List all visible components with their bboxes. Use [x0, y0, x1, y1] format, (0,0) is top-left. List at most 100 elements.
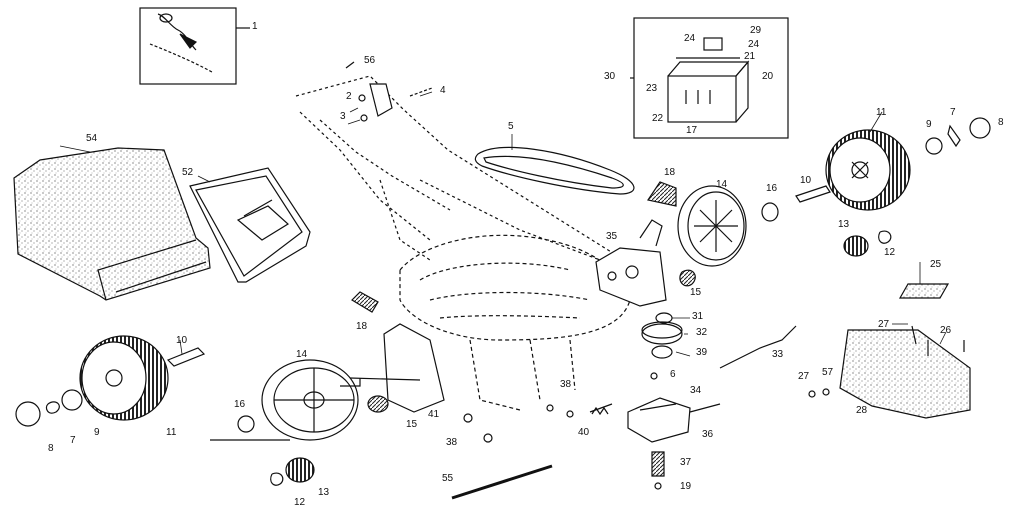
callout-41: 41: [428, 409, 440, 420]
transmission: [595, 219, 667, 307]
pin-7-right: [947, 124, 961, 148]
grass-bag: [13, 147, 211, 301]
clip-12-left: [270, 472, 284, 486]
callout-26: 26: [940, 325, 952, 336]
axle-bracket: [340, 323, 445, 413]
mower-deck: [399, 234, 631, 411]
leader-lines: [59, 91, 947, 357]
pin-7-left: [45, 401, 60, 414]
bearing-15-right: [679, 269, 696, 287]
callout-31: 31: [692, 311, 704, 322]
callout-1: 1: [252, 21, 258, 32]
nut-38b: [483, 433, 493, 443]
callout-15-left: 15: [406, 419, 418, 430]
callout-8-left: 8: [48, 443, 54, 454]
pulley-32: [641, 323, 683, 345]
handle-assembly: [295, 75, 641, 271]
callout-57: 57: [822, 367, 834, 378]
callout-5: 5: [508, 121, 514, 132]
callout-12-left: 12: [294, 497, 306, 508]
callout-39: 39: [696, 347, 708, 358]
callout-55: 55: [442, 473, 454, 484]
callout-13-right: 13: [838, 219, 850, 230]
rear-wheel-right: [825, 129, 911, 211]
callout-34: 34: [690, 385, 702, 396]
callout-16-left: 16: [234, 399, 246, 410]
callout-33: 33: [772, 349, 784, 360]
callout-3: 3: [340, 111, 346, 122]
callout-16-right: 16: [766, 183, 778, 194]
callout-7-left: 7: [70, 435, 76, 446]
callout-18-top: 18: [664, 167, 676, 178]
callout-9-left: 9: [94, 427, 100, 438]
bag-frame: [189, 167, 311, 283]
callout-24-b: 24: [748, 39, 760, 50]
gear-13-right: [843, 235, 869, 257]
callout-10-left: 10: [176, 335, 188, 346]
callout-52: 52: [182, 167, 194, 178]
front-wheel-left: [210, 359, 359, 441]
callout-38-right: 38: [560, 379, 572, 390]
callout-37: 37: [680, 457, 692, 468]
drive-belt: [474, 146, 635, 195]
callout-29: 29: [750, 25, 762, 36]
axle-10-left: [166, 347, 206, 367]
clip-12-right: [878, 230, 892, 244]
cable-33: [719, 325, 797, 369]
pin-19: [654, 482, 662, 490]
cap-8-left: [15, 401, 41, 427]
callout-23: 23: [646, 83, 658, 94]
grass-deflector-18-top: [647, 181, 677, 207]
callout-30: 30: [604, 71, 616, 82]
rod-55: [451, 464, 553, 500]
callout-14-right: 14: [716, 179, 728, 190]
callout-27-top: 27: [878, 319, 890, 330]
callout-21: 21: [744, 51, 756, 62]
callout-54: 54: [86, 133, 98, 144]
control-36: [627, 397, 691, 443]
callout-56: 56: [364, 55, 376, 66]
rear-deflector: [808, 283, 971, 419]
deflector-18-left: [351, 291, 379, 313]
callout-6: 6: [670, 369, 676, 380]
axle-10-right: [795, 185, 831, 203]
callout-24-a: 24: [684, 33, 696, 44]
callout-35: 35: [606, 231, 618, 242]
washer-39: [651, 345, 673, 359]
handle-knobs: [345, 61, 433, 122]
callout-7-right: 7: [950, 107, 956, 118]
spring-37: [651, 451, 665, 477]
rear-wheel-left: [79, 335, 169, 421]
washer-9-right: [925, 137, 943, 155]
callout-22: 22: [652, 113, 664, 124]
nut-38d: [566, 410, 574, 418]
callout-25: 25: [930, 259, 942, 270]
callout-11-left: 11: [166, 427, 177, 438]
rod-34: [689, 403, 721, 413]
callout-14-left: 14: [296, 349, 308, 360]
callout-9-right: 9: [926, 119, 932, 130]
callout-2: 2: [346, 91, 352, 102]
wheel-right: [677, 185, 747, 267]
bearing-15-left: [367, 395, 389, 413]
callout-15-right: 15: [690, 287, 702, 298]
spring-40: [589, 403, 613, 416]
bracket-inset: [630, 17, 789, 139]
callout-38-left: 38: [446, 437, 458, 448]
callout-18-left: 18: [356, 321, 368, 332]
callout-27-bottom: 27: [798, 371, 810, 382]
callout-36: 36: [702, 429, 714, 440]
callout-17: 17: [686, 125, 698, 136]
nut-6: [650, 372, 658, 380]
nut-38c: [546, 404, 554, 412]
callout-12-right: 12: [884, 247, 896, 258]
callout-28: 28: [856, 405, 868, 416]
callout-19: 19: [680, 481, 692, 492]
washer-9-left: [61, 389, 83, 411]
washer-16-right: [761, 202, 779, 222]
washer-16-left: [237, 415, 255, 433]
control-cable-inset: [139, 7, 250, 85]
callout-10-right: 10: [800, 175, 812, 186]
callout-13-left: 13: [318, 487, 330, 498]
callout-8-right: 8: [998, 117, 1004, 128]
